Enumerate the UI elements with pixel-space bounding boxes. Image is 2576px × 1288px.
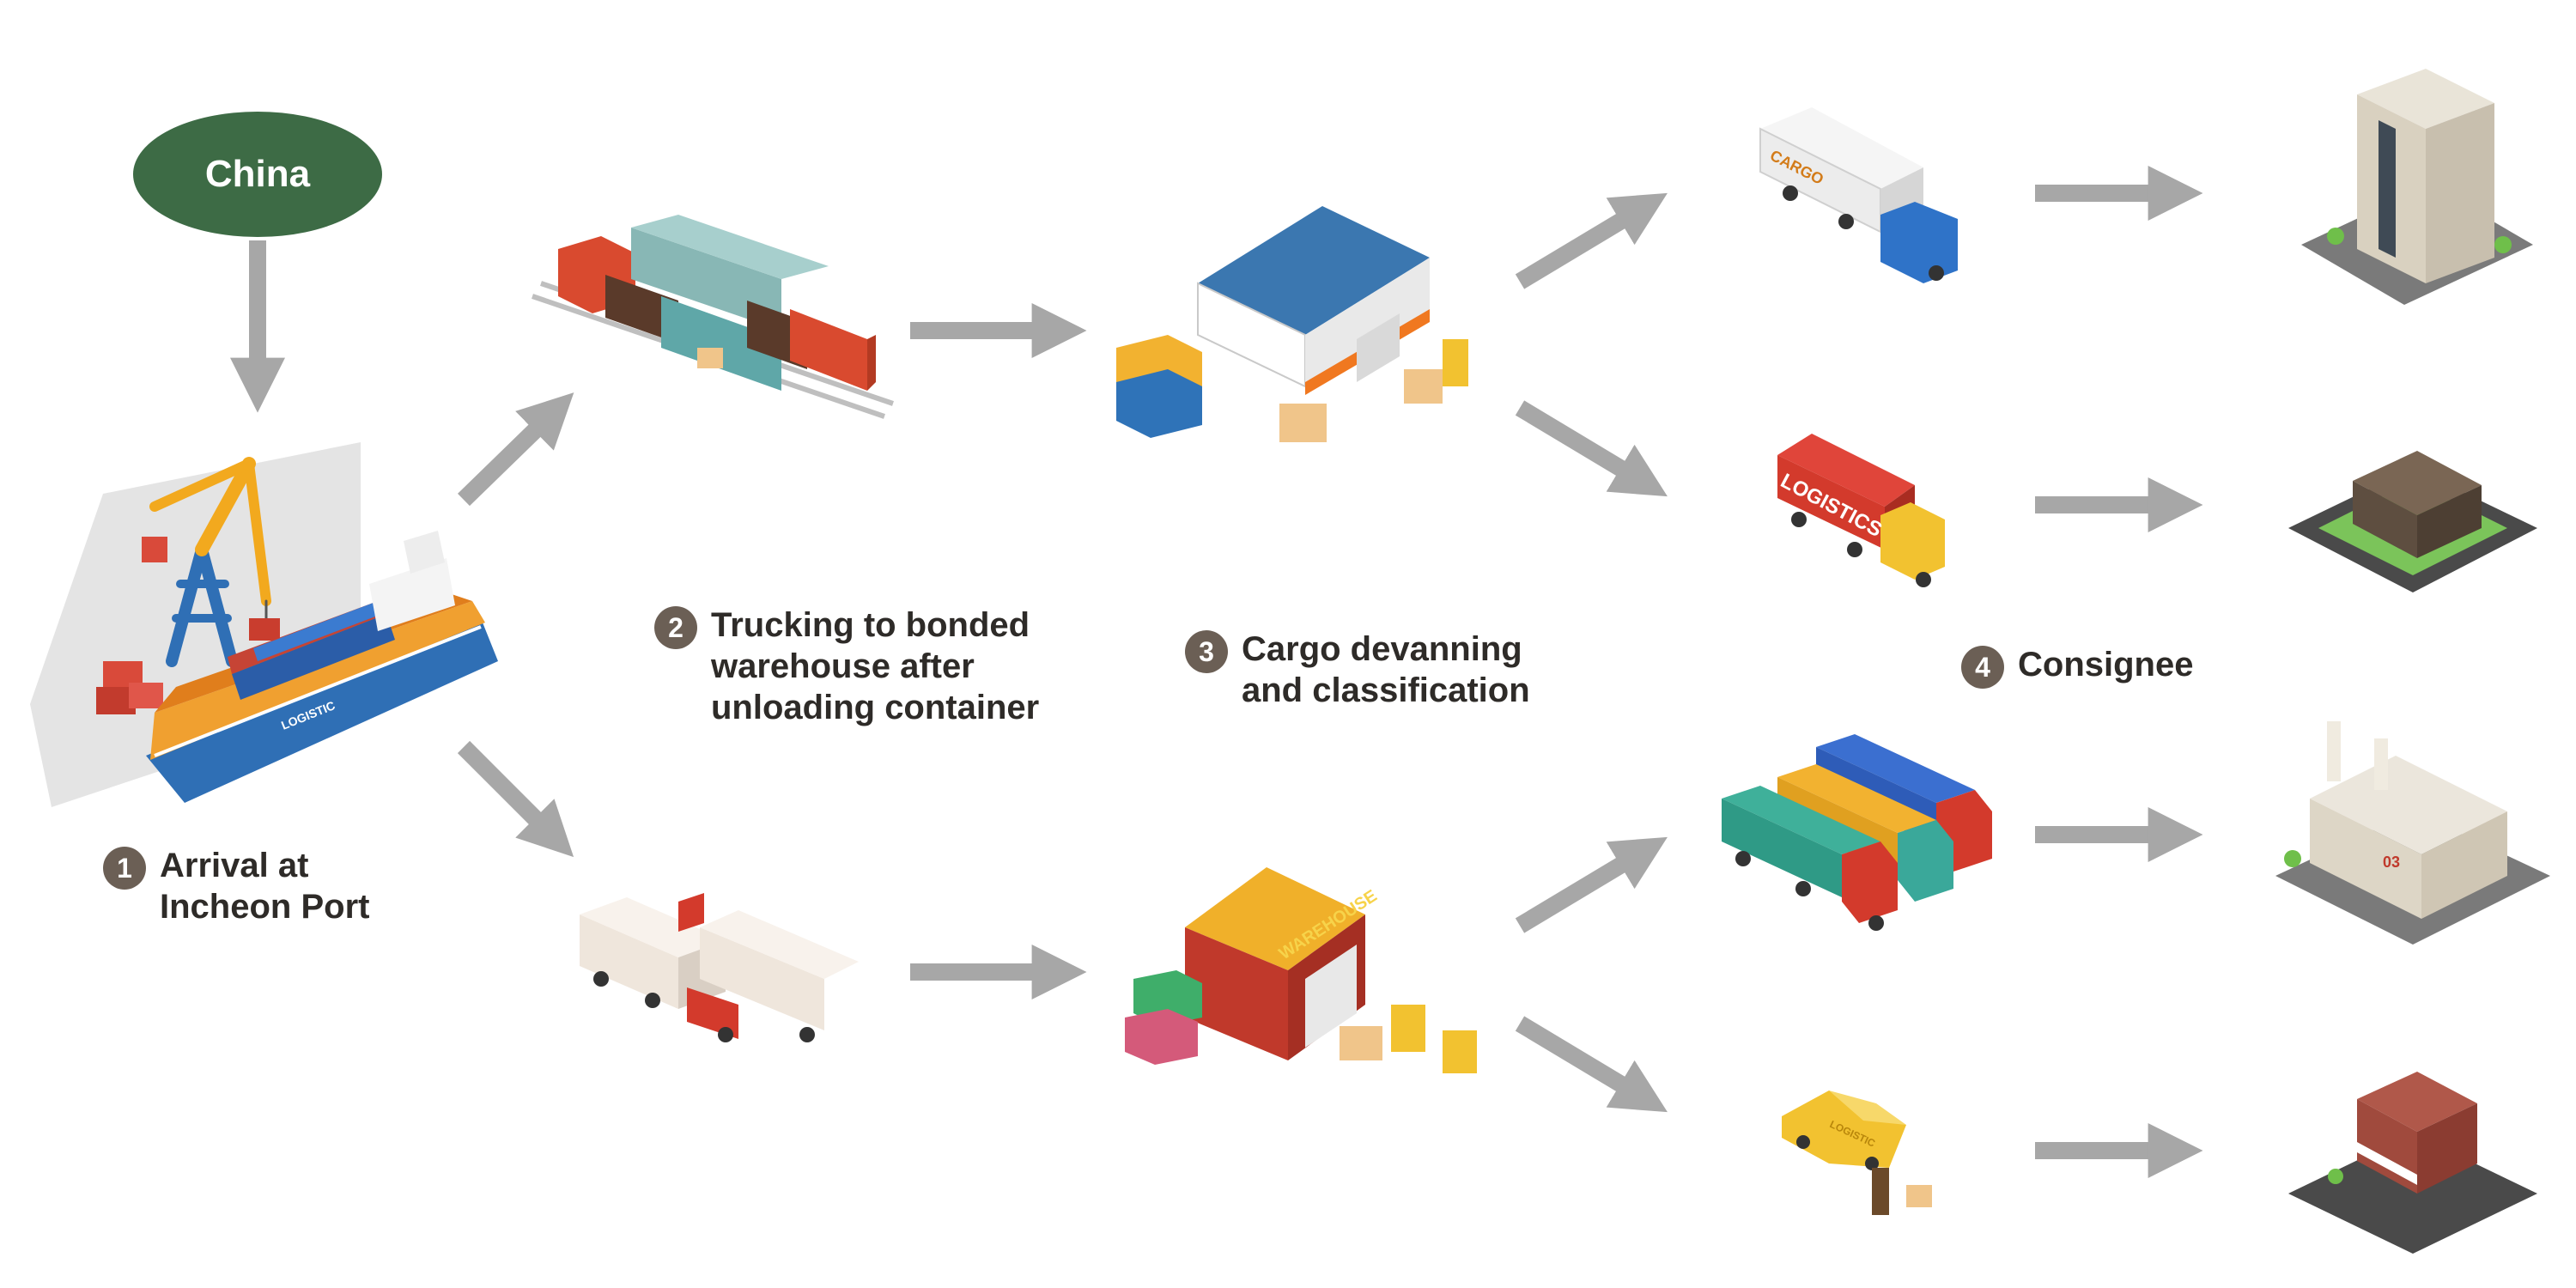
origin-china-badge: China — [133, 112, 382, 237]
step-4-line-1: Consignee — [2018, 646, 2194, 683]
step-2-line-2: warehouse after — [711, 647, 975, 685]
house-icon — [2288, 451, 2537, 592]
step-2-number: 2 — [654, 606, 697, 649]
bonded-warehouse-icon — [1116, 206, 1468, 442]
step-4-label: 4 Consignee — [1961, 644, 2236, 689]
port-containers-icon — [96, 661, 163, 714]
factory-icon: 03 — [2275, 721, 2550, 945]
freight-train-icon — [532, 215, 894, 419]
step-3-line-1: Cargo devanning — [1242, 630, 1522, 668]
step-1-line-2: Incheon Port — [160, 888, 370, 926]
crane-icon — [142, 457, 271, 667]
step-1-label: 1 Arrival at Incheon Port — [103, 845, 447, 927]
step-1-number: 1 — [103, 847, 146, 890]
flow-arrows — [229, 165, 2203, 1179]
step-3-number: 3 — [1185, 630, 1228, 673]
cargo-ship-icon: LOGISTIC — [146, 531, 498, 803]
step-3-label: 3 Cargo devanning and classification — [1185, 629, 1597, 711]
arrow-port-to-truck — [457, 740, 574, 858]
step-3-line-2: and classification — [1242, 671, 1530, 709]
arrow-warehouse-to-logistics-truck — [1515, 400, 1668, 497]
arrow-port-to-rail — [458, 392, 574, 507]
port-illustration: LOGISTIC — [30, 442, 498, 807]
arrow-warehouse2-to-van — [1515, 1016, 1668, 1113]
arrow-warehouse2-to-fleet — [1515, 836, 1668, 933]
storefront-icon — [2288, 1072, 2537, 1254]
truck-fleet-icon — [1722, 734, 1992, 931]
step-2-line-1: Trucking to bonded — [711, 606, 1030, 644]
origin-label: China — [204, 153, 311, 195]
step-2-line-3: unloading container — [711, 689, 1040, 726]
logistics-truck-icon: LOGISTICS — [1777, 434, 1945, 587]
arrow-warehouse-to-cargo-truck — [1515, 192, 1668, 289]
delivery-van-icon: LOGISTIC — [1782, 1091, 1932, 1215]
general-warehouse-icon: WAREHOUSE — [1125, 867, 1477, 1073]
cargo-truck-icon: CARGO — [1759, 107, 1958, 283]
office-tower-icon — [2301, 69, 2533, 305]
step-4-number: 4 — [1961, 646, 2004, 689]
step-1-line-1: Arrival at — [160, 847, 309, 884]
step-2-label: 2 Trucking to bonded warehouse after unl… — [654, 605, 1135, 728]
trailer-trucks-icon — [580, 893, 859, 1042]
factory-number: 03 — [2383, 854, 2400, 871]
